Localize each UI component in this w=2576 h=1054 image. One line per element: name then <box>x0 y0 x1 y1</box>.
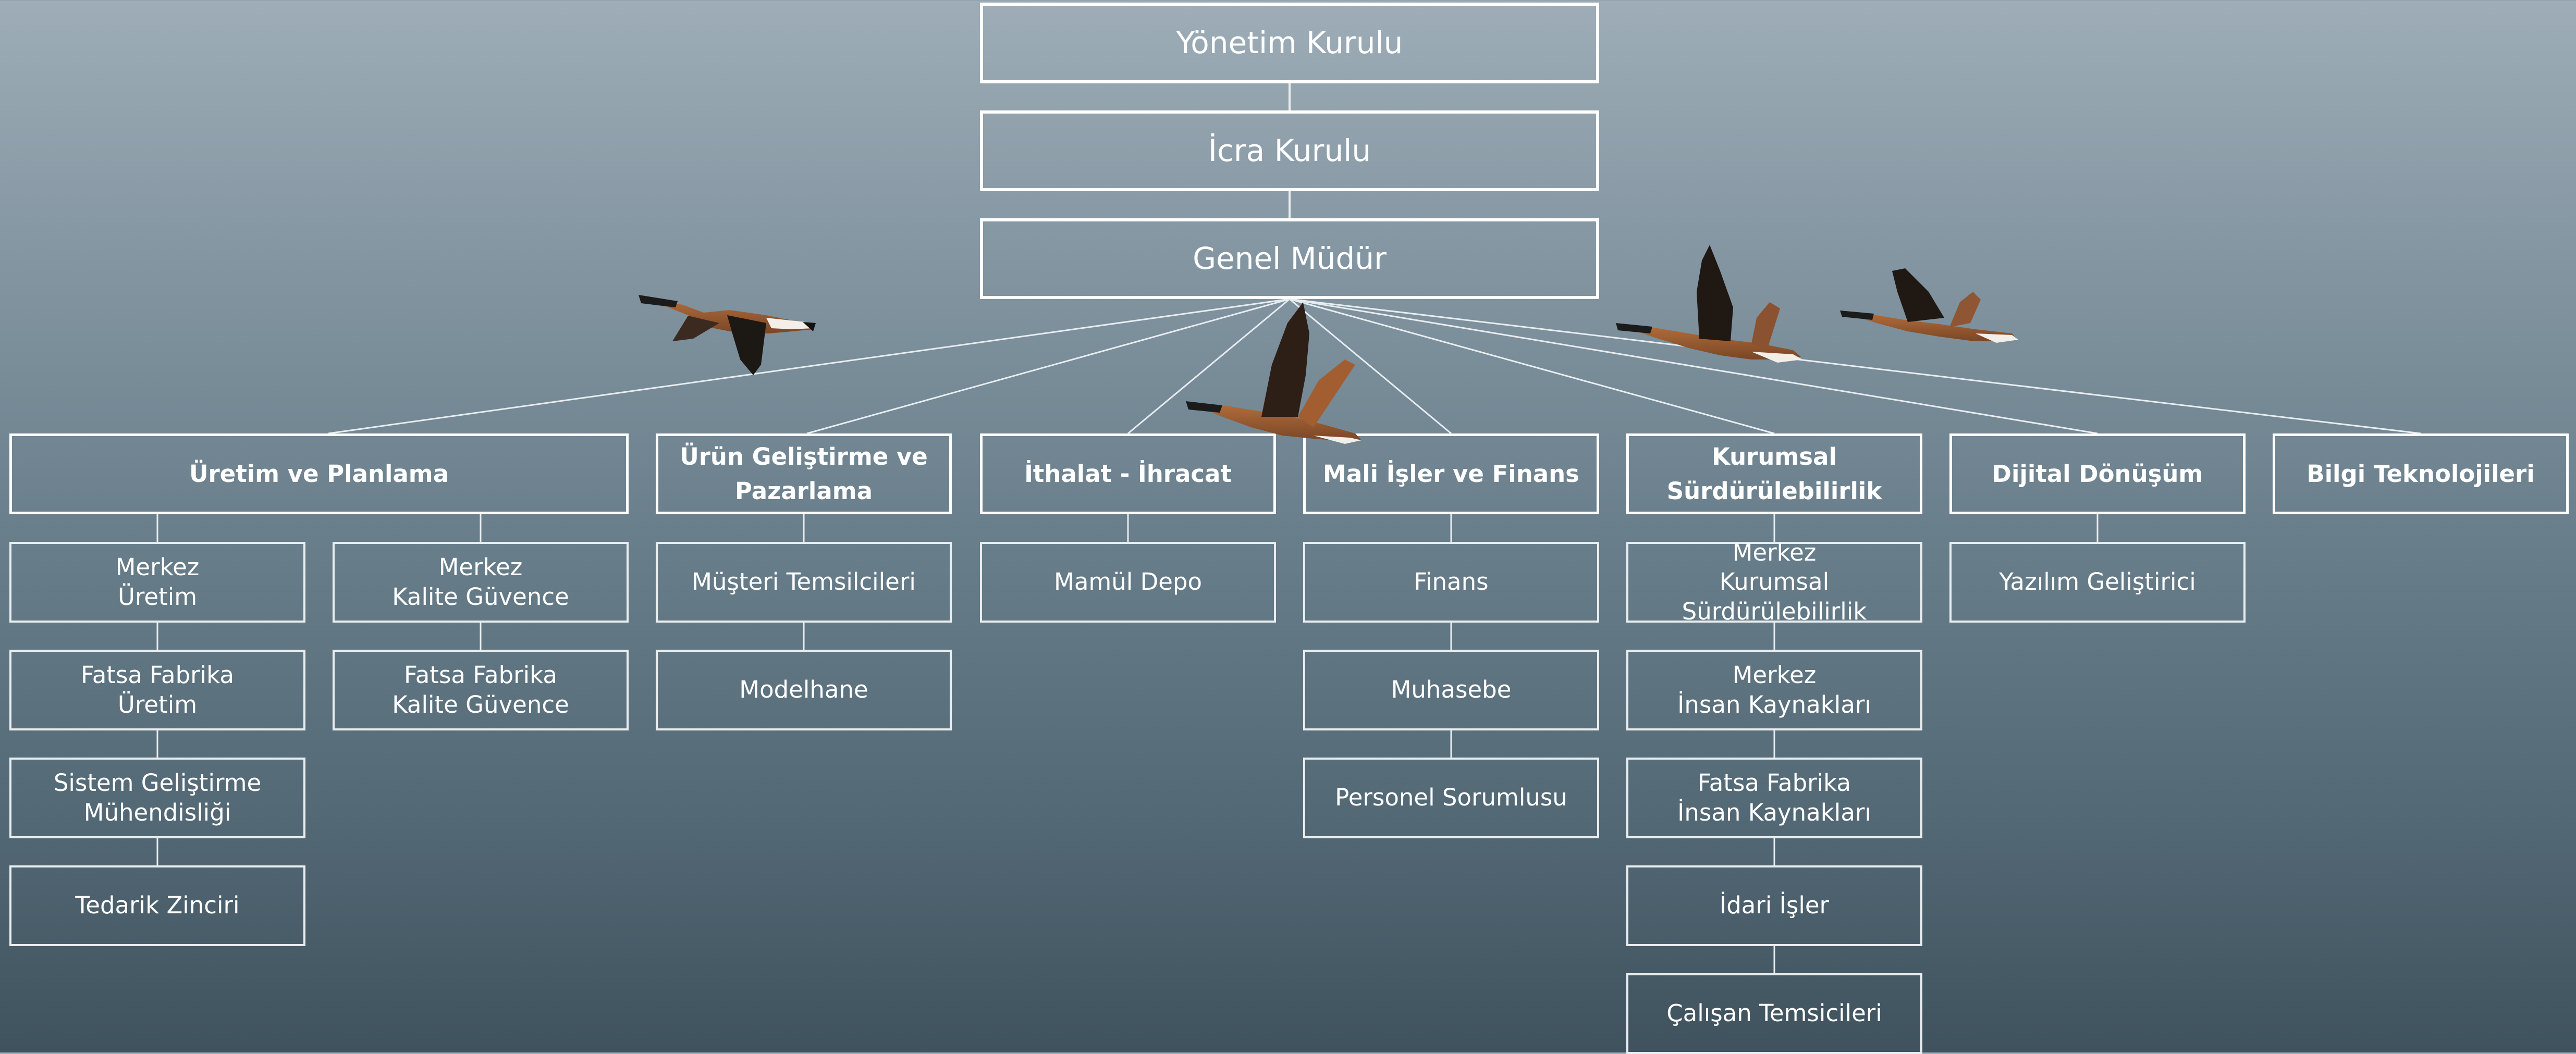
unit-box: Fatsa Fabrika Üretim <box>9 650 305 730</box>
unit-label: Müşteri Temsilcileri <box>692 568 916 596</box>
unit-label: Mamül Depo <box>1054 568 1202 596</box>
unit-label: Sistem Geliştirme Mühendisliği <box>53 769 262 826</box>
unit-label: Çalışan Temsicileri <box>1666 999 1882 1027</box>
unit-box: Modelhane <box>656 650 952 730</box>
unit-label: Merkez Kurumsal Sürdürülebilirlik <box>1682 539 1867 625</box>
unit-label: Merkez Kalite Güvence <box>392 553 569 611</box>
unit-box: Mamül Depo <box>980 542 1276 623</box>
department-box: Üretim ve Planlama <box>9 433 629 514</box>
unit-box: İdari İşler <box>1626 865 1922 946</box>
department-box: Kurumsal Sürdürülebilirlik <box>1626 433 1922 514</box>
department-box: İthalat - İhracat <box>980 433 1276 514</box>
executive-committee-box: İcra Kurulu <box>980 110 1599 191</box>
connector-line <box>328 298 1290 435</box>
department-box: Ürün Geliştirme ve Pazarlama <box>656 433 952 514</box>
department-title: Üretim ve Planlama <box>189 460 449 488</box>
department-title: İthalat - İhracat <box>1024 460 1232 488</box>
unit-box: Personel Sorumlusu <box>1303 758 1599 838</box>
unit-box: Finans <box>1303 542 1599 623</box>
connector-line <box>1127 298 1290 435</box>
department-title: Ürün Geliştirme ve Pazarlama <box>680 443 928 505</box>
connector-line <box>1289 298 2098 435</box>
board-box: Yönetim Kurulu <box>980 3 1599 83</box>
unit-box: Yazılım Geliştirici <box>1949 542 2246 623</box>
unit-label: Fatsa Fabrika Kalite Güvence <box>392 661 569 718</box>
unit-label: İdari İşler <box>1719 891 1830 920</box>
unit-box: Müşteri Temsilcileri <box>656 542 952 623</box>
connector-line <box>1289 298 2421 435</box>
department-box: Bilgi Teknolojileri <box>2273 433 2569 514</box>
unit-box: Merkez İnsan Kaynakları <box>1626 650 1922 730</box>
unit-box: Merkez Kurumsal Sürdürülebilirlik <box>1626 539 1922 625</box>
unit-label: Finans <box>1414 568 1489 596</box>
department-title: Dijital Dönüşüm <box>1992 460 2203 488</box>
connector-line <box>806 298 1290 435</box>
unit-box: Merkez Üretim <box>9 542 305 623</box>
goose-left-icon <box>639 295 816 375</box>
unit-box: Merkez Kalite Güvence <box>333 542 629 623</box>
unit-box: Fatsa Fabrika Kalite Güvence <box>333 650 629 730</box>
unit-label: Yazılım Geliştirici <box>1999 568 2196 596</box>
department-title: Kurumsal Sürdürülebilirlik <box>1666 443 1882 505</box>
connector-line <box>1289 298 1452 435</box>
unit-box: Fatsa Fabrika İnsan Kaynakları <box>1626 758 1922 838</box>
department-box: Dijital Dönüşüm <box>1949 433 2246 514</box>
unit-label: Personel Sorumlusu <box>1335 784 1567 812</box>
unit-box: Tedarik Zinciri <box>9 865 305 946</box>
unit-label: Tedarik Zinciri <box>75 891 240 920</box>
general-manager-label: Genel Müdür <box>1193 241 1387 277</box>
unit-box: Çalışan Temsicileri <box>1626 973 1922 1054</box>
unit-label: Fatsa Fabrika Üretim <box>80 661 235 718</box>
goose-right-icon <box>1616 245 1802 363</box>
goose-center-icon <box>1186 302 1361 444</box>
unit-label: Merkez İnsan Kaynakları <box>1677 661 1871 718</box>
general-manager-box: Genel Müdür <box>980 218 1599 299</box>
executive-committee-label: İcra Kurulu <box>1208 133 1371 169</box>
unit-box: Muhasebe <box>1303 650 1599 730</box>
department-box: Mali İşler ve Finans <box>1303 433 1599 514</box>
connector-line <box>1289 298 1775 435</box>
board-label: Yönetim Kurulu <box>1176 25 1403 61</box>
unit-label: Fatsa Fabrika İnsan Kaynakları <box>1677 769 1871 826</box>
unit-label: Merkez Üretim <box>115 553 200 611</box>
goose-far-right-icon <box>1840 268 2018 343</box>
department-title: Mali İşler ve Finans <box>1323 460 1579 488</box>
unit-label: Modelhane <box>739 676 868 704</box>
department-title: Bilgi Teknolojileri <box>2307 460 2535 488</box>
unit-box: Sistem Geliştirme Mühendisliği <box>9 758 305 838</box>
unit-label: Muhasebe <box>1391 676 1512 704</box>
